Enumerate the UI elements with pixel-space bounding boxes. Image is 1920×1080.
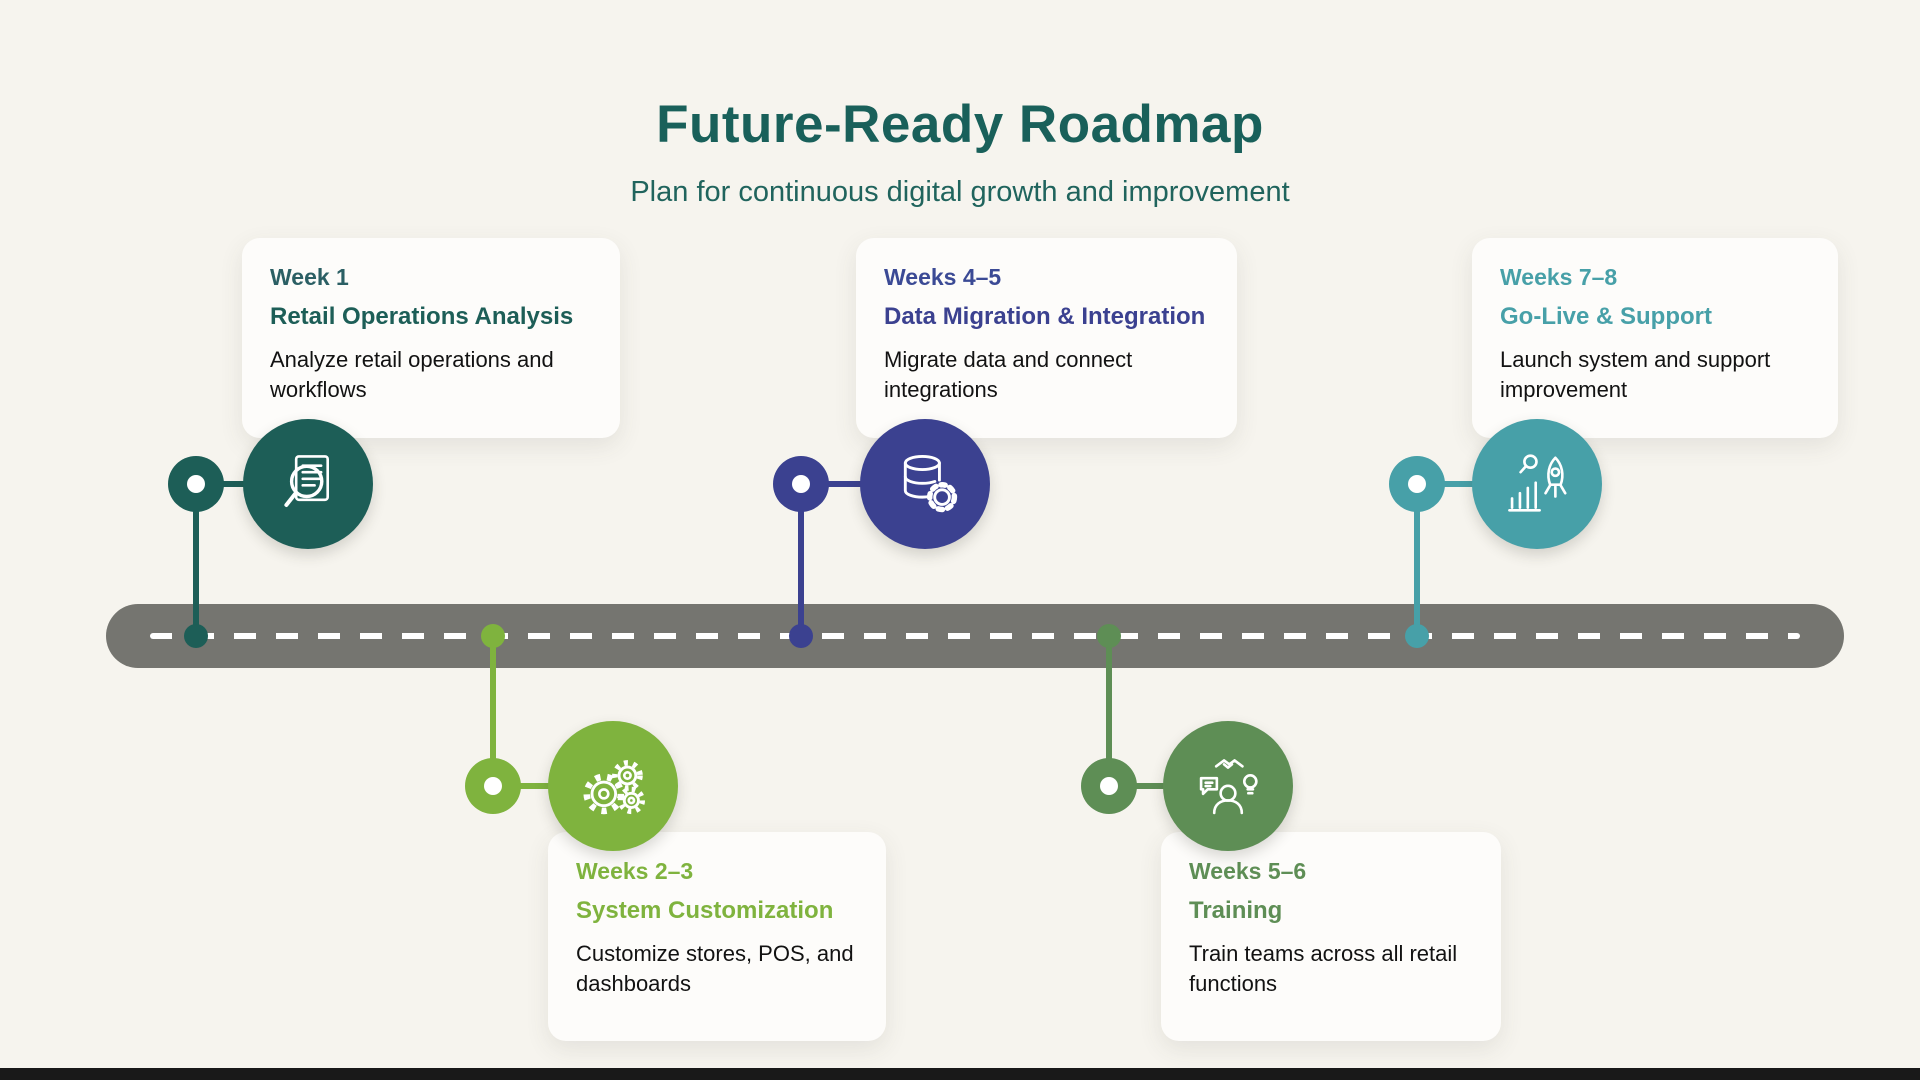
milestone-card: Weeks 4–5 Data Migration & Integration M… <box>856 238 1237 438</box>
milestone-title: Data Migration & Integration <box>884 303 1206 330</box>
milestone-description: Analyze retail operations and workflows <box>270 347 554 402</box>
milestone-week-label: Weeks 2–3 <box>576 858 694 884</box>
milestone-description: Customize stores, POS, and dashboards <box>576 941 854 996</box>
milestone-title: System Customization <box>576 897 834 924</box>
database-gear-icon <box>860 419 990 549</box>
milestone-description: Launch system and support improvement <box>1500 347 1771 402</box>
milestone-week-label: Weeks 7–8 <box>1500 264 1618 290</box>
milestone-title: Retail Operations Analysis <box>270 303 574 330</box>
training-people-icon <box>1163 721 1293 851</box>
road-junction-dot <box>1097 624 1121 648</box>
timeline-node <box>465 758 521 814</box>
connector-line <box>193 484 199 636</box>
connector-line <box>490 636 496 786</box>
milestone-title: Training <box>1189 897 1283 924</box>
milestone-card: Weeks 7–8 Go-Live & Support Launch syste… <box>1472 238 1838 438</box>
connector-line <box>1106 636 1112 786</box>
node-link-line <box>801 481 893 487</box>
road-junction-dot <box>481 624 505 648</box>
timeline-road <box>106 604 1844 668</box>
milestone-week-label: Weeks 5–6 <box>1189 858 1307 884</box>
road-center-line <box>150 633 1800 639</box>
milestone-title: Go-Live & Support <box>1500 303 1712 330</box>
milestone-card: Weeks 2–3 System Customization Customize… <box>548 832 886 1041</box>
magnifier-document-icon <box>243 419 373 549</box>
rocket-launch-icon <box>1472 419 1602 549</box>
timeline-node <box>1389 456 1445 512</box>
connector-line <box>798 484 804 636</box>
page-subtitle: Plan for continuous digital growth and i… <box>630 176 1290 208</box>
milestone-week-label: Week 1 <box>270 264 349 290</box>
page-title: Future-Ready Roadmap <box>656 95 1264 154</box>
bottom-edge-bar <box>0 1068 1920 1080</box>
milestone-card: Week 1 Retail Operations Analysis Analyz… <box>242 238 620 438</box>
node-link-line <box>493 783 585 789</box>
node-link-line <box>196 481 288 487</box>
milestone-description: Migrate data and connect integrations <box>884 347 1133 402</box>
timeline-node <box>168 456 224 512</box>
node-link-line <box>1109 783 1201 789</box>
node-link-line <box>1417 481 1509 487</box>
timeline-node <box>1081 758 1137 814</box>
road-junction-dot <box>789 624 813 648</box>
milestone-card: Weeks 5–6 Training Train teams across al… <box>1161 832 1501 1041</box>
gears-icon <box>548 721 678 851</box>
connector-line <box>1414 484 1420 636</box>
road-junction-dot <box>184 624 208 648</box>
milestone-description: Train teams across all retail functions <box>1189 941 1458 996</box>
timeline-node <box>773 456 829 512</box>
milestone-week-label: Weeks 4–5 <box>884 264 1002 290</box>
road-junction-dot <box>1405 624 1429 648</box>
